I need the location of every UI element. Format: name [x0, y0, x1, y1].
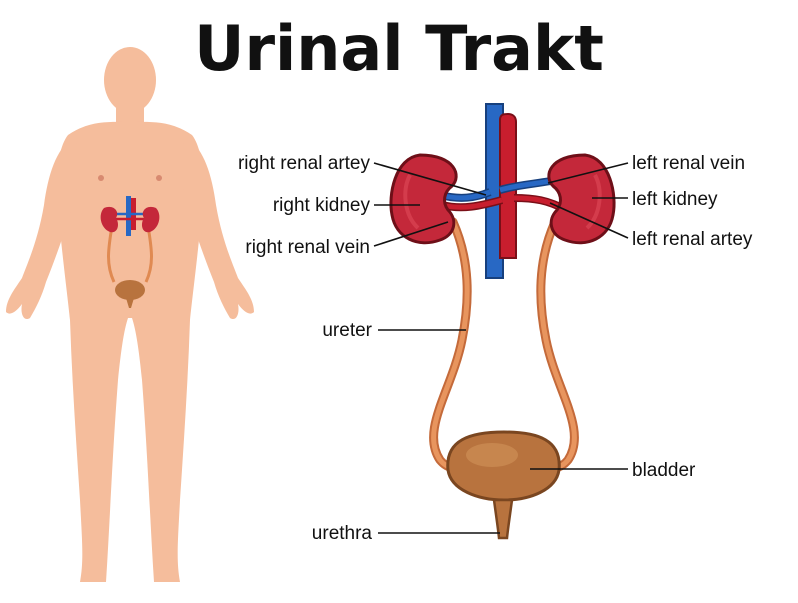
- label-urethra: urethra: [312, 523, 373, 544]
- label-right-kidney: right kidney: [273, 195, 371, 216]
- body-silhouette: [6, 47, 254, 583]
- label-left-renal-vein: left renal vein: [632, 153, 745, 174]
- urinary-system: [389, 103, 616, 540]
- label-ureter: ureter: [322, 320, 372, 341]
- vena-cava: [485, 103, 504, 279]
- label-bladder: bladder: [632, 460, 696, 481]
- bladder-shape: [446, 430, 561, 502]
- label-left-kidney: left kidney: [632, 189, 718, 210]
- diagram-title: Urinal Trakt: [194, 12, 604, 85]
- label-right-renal-artery: right renal artey: [238, 153, 371, 174]
- leader-lines: [373, 162, 629, 534]
- urethra-shape: [492, 498, 514, 540]
- label-left-renal-artery: left renal artey: [632, 229, 753, 250]
- labels: right renal artey right kidney right ren…: [238, 153, 753, 544]
- body-urinary-system: [100, 196, 160, 308]
- label-right-renal-vein: right renal vein: [245, 237, 370, 258]
